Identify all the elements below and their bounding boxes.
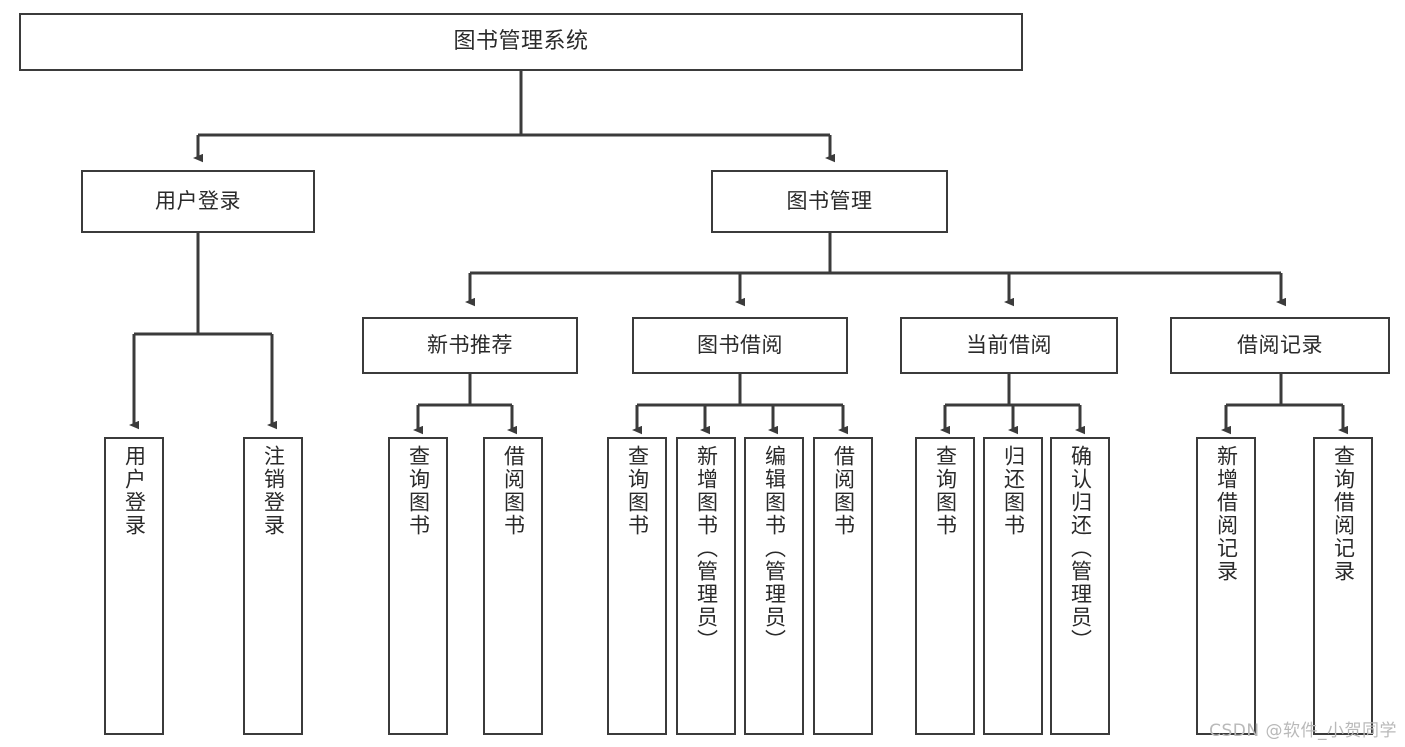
node-label: 当前借阅 [966,333,1052,358]
leaf-recommend-borrow-book[interactable]: 借阅图书 [483,437,543,735]
node-label: 注销登录 [261,445,286,537]
node-label: 确认归还（管理员） [1068,445,1093,652]
node-user-login[interactable]: 用户登录 [81,170,315,233]
node-label: 借阅图书 [831,445,856,537]
node-label: 用户登录 [122,445,147,537]
leaf-user-login-signin[interactable]: 用户登录 [104,437,164,735]
node-book-borrow[interactable]: 图书借阅 [632,317,848,374]
node-label: 新增图书（管理员） [694,445,719,652]
node-label: 查询借阅记录 [1331,445,1356,583]
leaf-borrow-query-book[interactable]: 查询图书 [607,437,667,735]
node-label: 用户登录 [155,189,241,214]
leaf-current-confirm-return-admin[interactable]: 确认归还（管理员） [1050,437,1110,735]
leaf-recommend-query-book[interactable]: 查询图书 [388,437,448,735]
node-root-system[interactable]: 图书管理系统 [19,13,1023,71]
leaf-borrow-borrow-book[interactable]: 借阅图书 [813,437,873,735]
node-label: 图书管理系统 [453,29,589,55]
node-label: 查询图书 [625,445,650,537]
node-label: 查询图书 [406,445,431,537]
leaf-record-add-record[interactable]: 新增借阅记录 [1196,437,1256,735]
node-label: 新增借阅记录 [1214,445,1239,583]
node-label: 借阅记录 [1237,333,1323,358]
node-new-book-recommend[interactable]: 新书推荐 [362,317,578,374]
leaf-current-return-book[interactable]: 归还图书 [983,437,1043,735]
node-book-management[interactable]: 图书管理 [711,170,948,233]
node-label: 编辑图书（管理员） [762,445,787,652]
leaf-record-query-record[interactable]: 查询借阅记录 [1313,437,1373,735]
leaf-user-login-signout[interactable]: 注销登录 [243,437,303,735]
node-label: 图书管理 [786,189,873,214]
node-label: 新书推荐 [427,333,513,358]
node-label: 查询图书 [933,445,958,537]
node-label: 借阅图书 [501,445,526,537]
node-borrow-record[interactable]: 借阅记录 [1170,317,1390,374]
leaf-borrow-add-book-admin[interactable]: 新增图书（管理员） [676,437,736,735]
leaf-current-query-book[interactable]: 查询图书 [915,437,975,735]
node-current-borrow[interactable]: 当前借阅 [900,317,1118,374]
watermark-text: CSDN @软件_小贺同学 [1209,721,1397,741]
leaf-borrow-edit-book-admin[interactable]: 编辑图书（管理员） [744,437,804,735]
node-label: 归还图书 [1001,445,1026,537]
node-label: 图书借阅 [697,333,783,358]
